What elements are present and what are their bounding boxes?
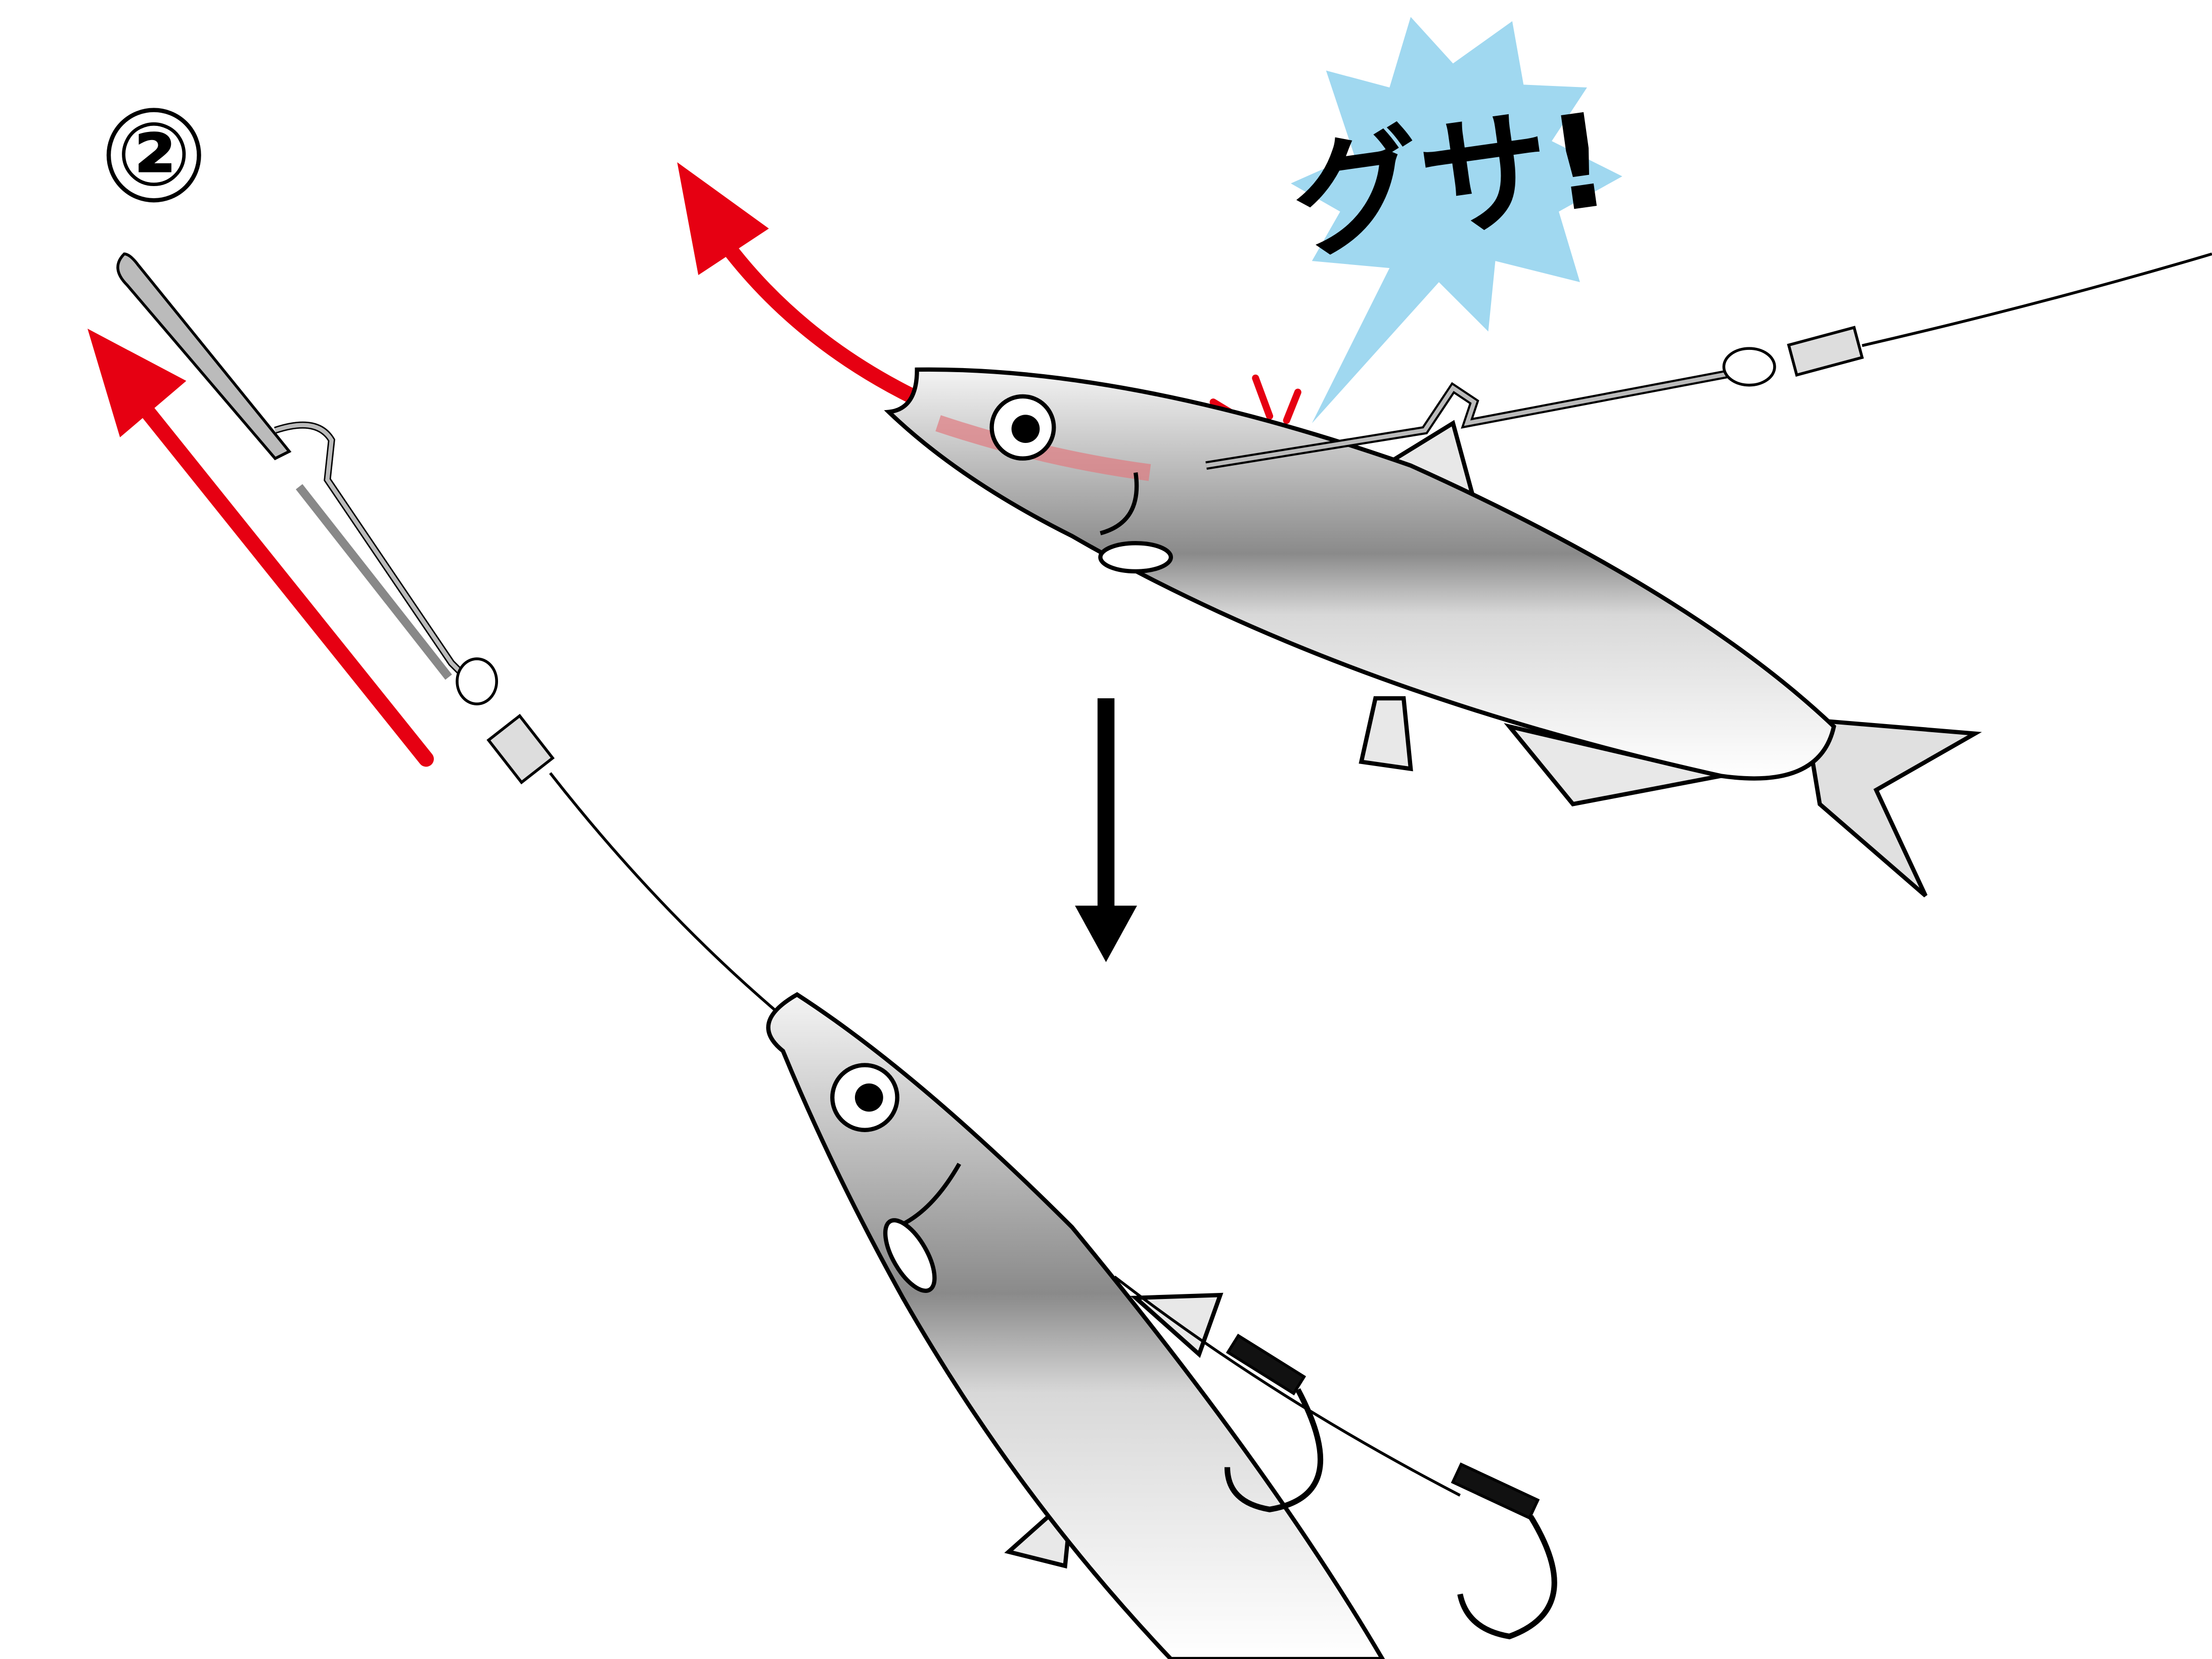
fish-bottom: [766, 992, 1385, 1659]
wire-clip-top: [1205, 252, 2212, 470]
wire-clip-left: [116, 252, 791, 1024]
hook-rig: [1113, 1275, 1557, 1640]
step-label: ②: [117, 103, 191, 205]
red-pull-arrow-left: [87, 329, 434, 767]
step-number-badge: ②: [106, 103, 201, 205]
down-arrow: [1075, 698, 1137, 962]
fish-top: [884, 367, 1982, 898]
red-pull-arrow-top: [677, 162, 932, 410]
impact-burst: グサ!: [1209, 17, 1622, 427]
